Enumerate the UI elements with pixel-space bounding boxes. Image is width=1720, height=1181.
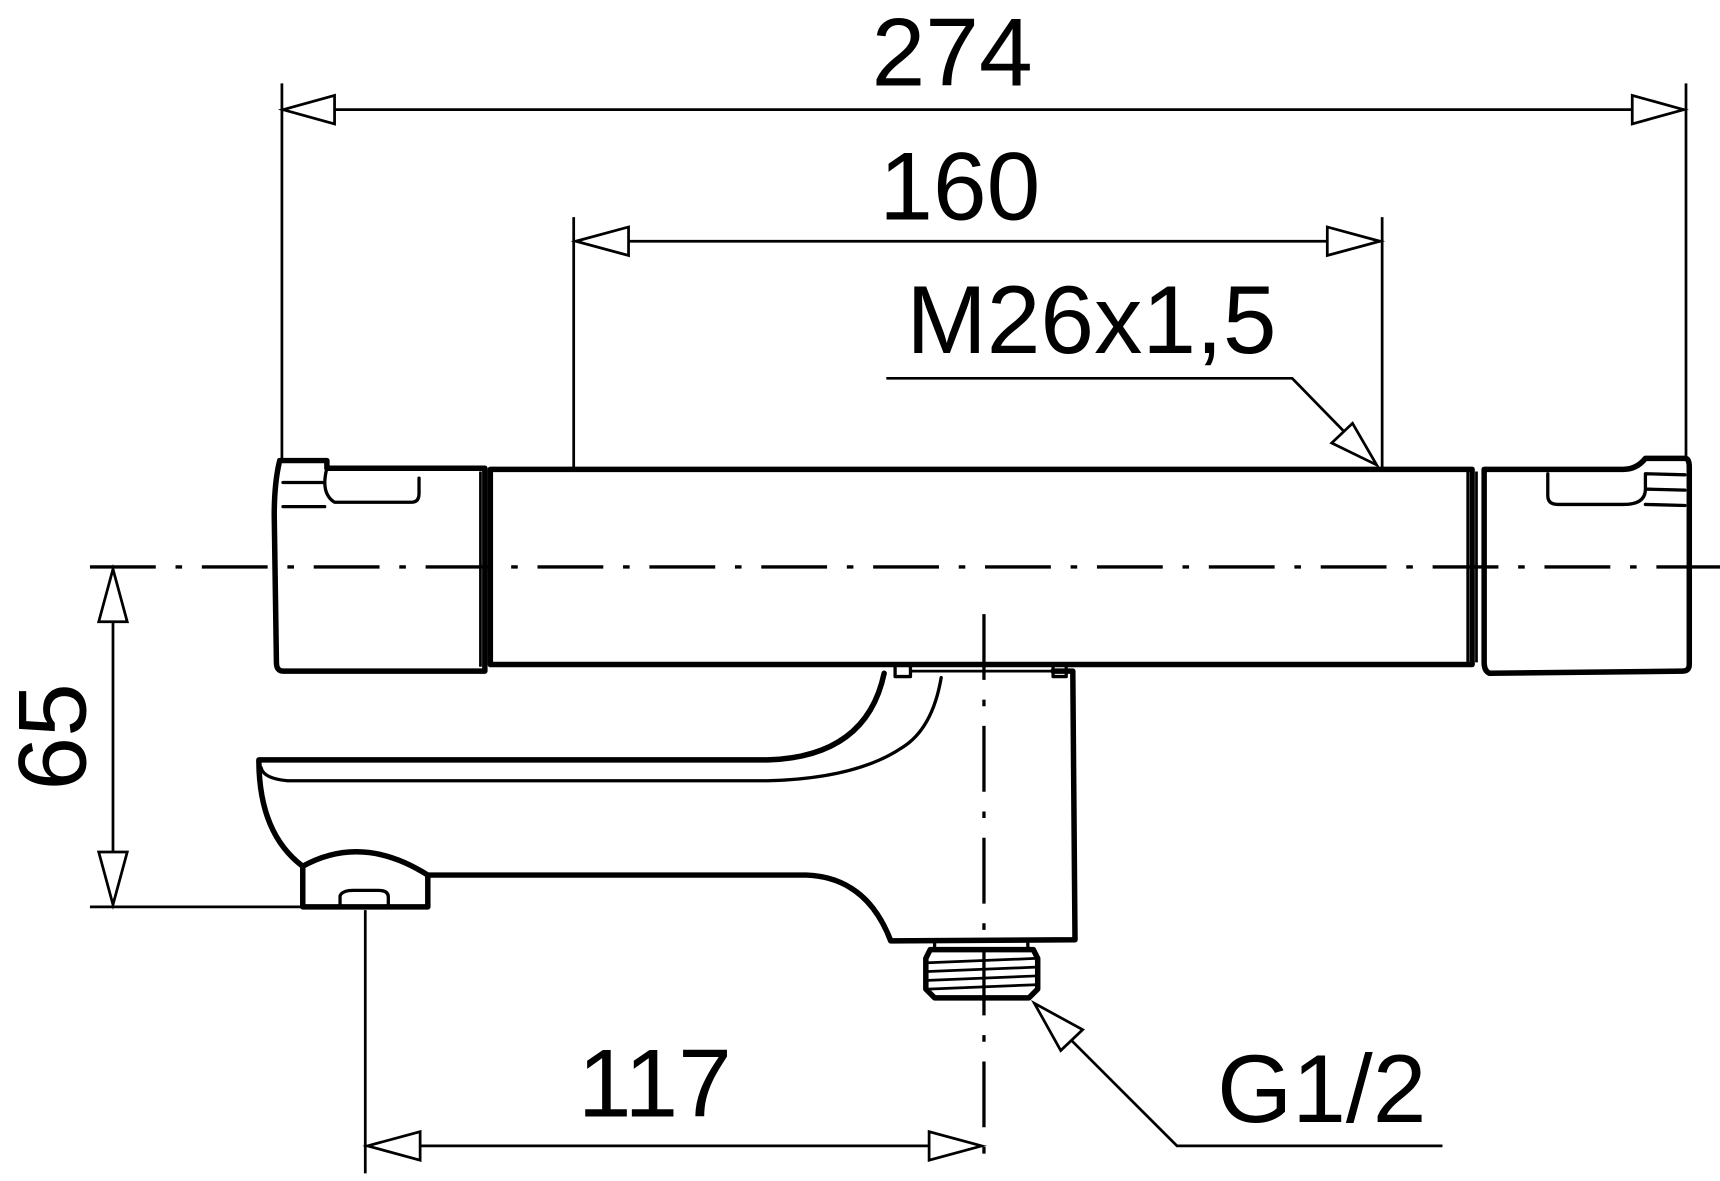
dimension-160: 160 xyxy=(570,133,1386,468)
dimension-label: 117 xyxy=(578,1030,732,1137)
right-end-cap xyxy=(1481,455,1693,677)
arrow-left xyxy=(362,1129,422,1162)
dimension-label: 65 xyxy=(0,683,107,790)
arrow-up xyxy=(96,563,130,624)
arrow xyxy=(1329,421,1381,469)
left-end-cap xyxy=(271,457,488,674)
inlet-thread xyxy=(923,939,1041,1001)
callout-inlet-thread: G1/2 xyxy=(1030,999,1443,1148)
dimension-65: 65 xyxy=(0,563,302,910)
arrow-down xyxy=(96,850,130,910)
dimension-label: 160 xyxy=(879,133,1040,240)
arrow-left xyxy=(277,93,336,126)
callout-body-thread: M26x1,5 xyxy=(886,267,1381,469)
arrow-right xyxy=(1325,225,1386,258)
spout xyxy=(256,662,1078,944)
dimension-label: 274 xyxy=(872,0,1033,107)
callout-label: M26x1,5 xyxy=(906,267,1276,374)
arrow-left xyxy=(570,225,630,258)
thermostat-body xyxy=(487,466,1475,668)
arrow-right xyxy=(1630,93,1689,126)
dimension-274: 274 xyxy=(277,0,1689,461)
arrow-right xyxy=(927,1129,988,1162)
callout-label: G1/2 xyxy=(1217,1036,1426,1143)
arrow xyxy=(1030,999,1085,1053)
dimension-117: 117 xyxy=(362,910,988,1174)
